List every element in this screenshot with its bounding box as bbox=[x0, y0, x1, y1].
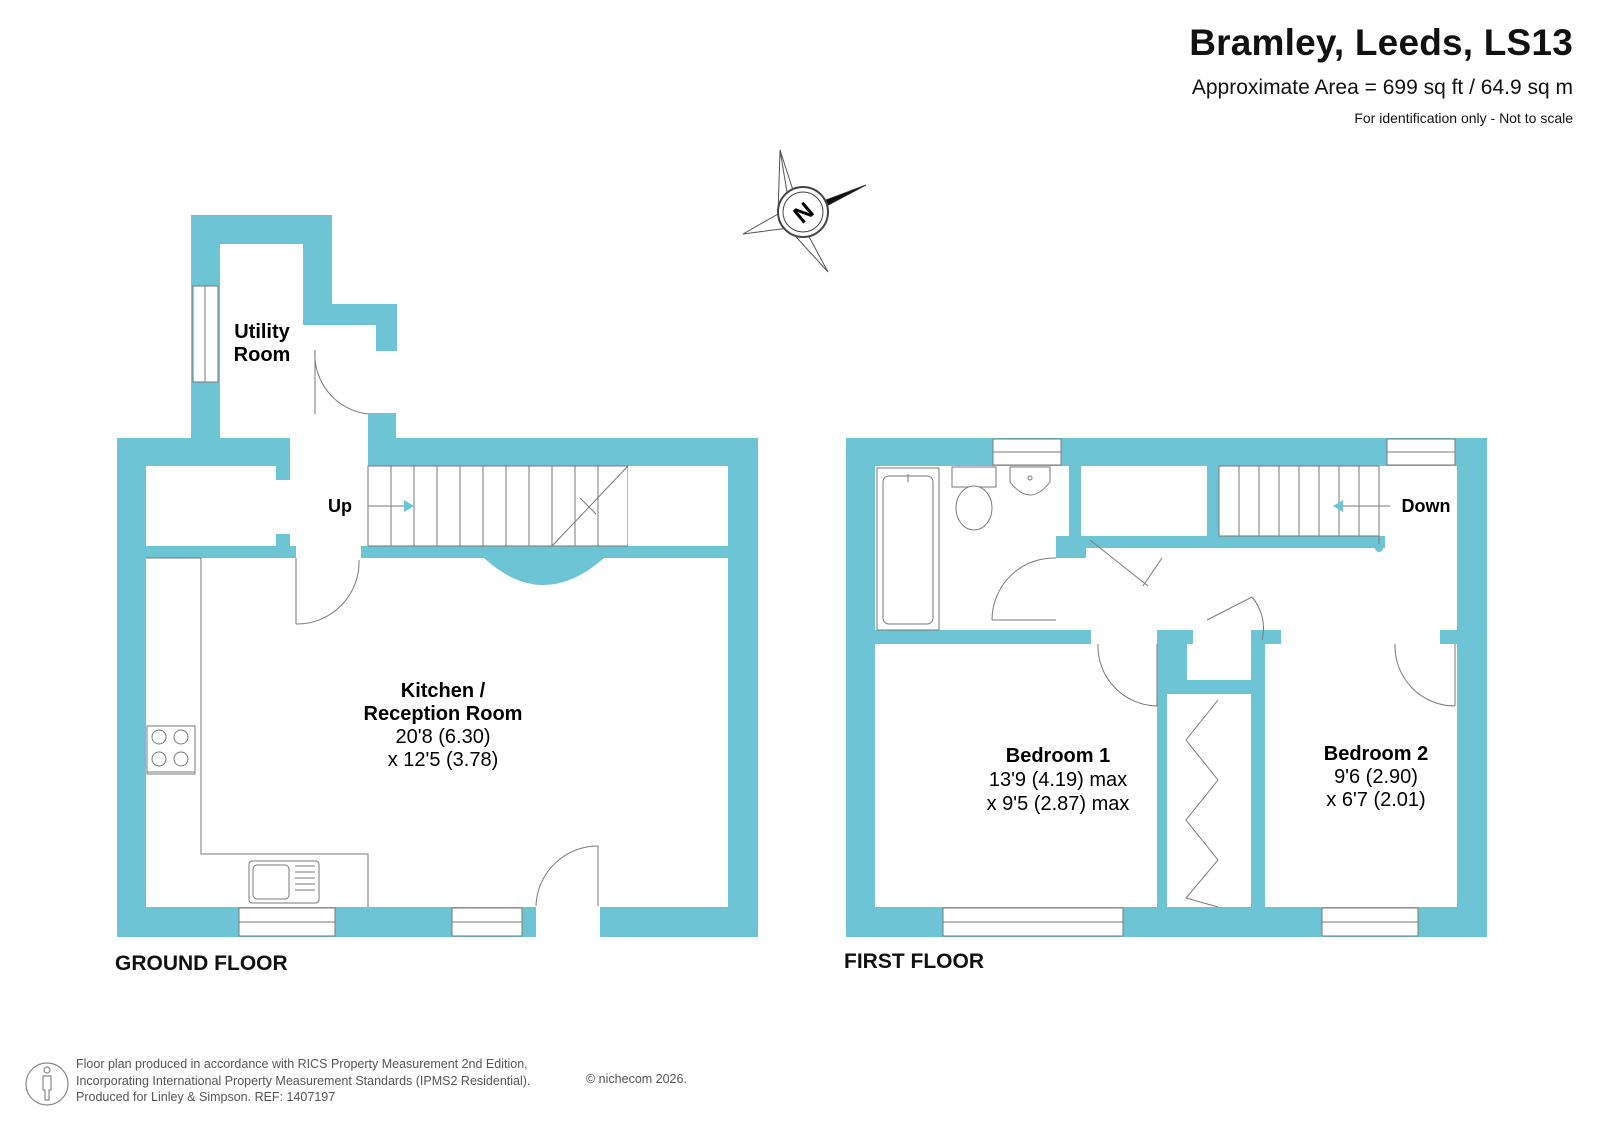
kitchen-label-2: Reception Room bbox=[364, 703, 523, 725]
ground-floor-label: GROUND FLOOR bbox=[115, 952, 288, 975]
bedroom2-dimension-2: x 6'7 (2.01) bbox=[1326, 789, 1425, 811]
bedroom1-dimension-1: 13'9 (4.19) max bbox=[989, 769, 1127, 791]
stairs-up-label: Up bbox=[328, 496, 352, 516]
bedroom1-label: Bedroom 1 bbox=[1006, 745, 1110, 767]
footer-line-3: Produced for Linley & Simpson. REF: 1407… bbox=[76, 1090, 336, 1104]
bedroom2-dimension-1: 9'6 (2.90) bbox=[1334, 766, 1418, 788]
footer-line-1: Floor plan produced in accordance with R… bbox=[76, 1057, 528, 1071]
person-icon bbox=[25, 1062, 69, 1106]
first-floor-label: FIRST FLOOR bbox=[844, 950, 984, 973]
kitchen-label: Kitchen / bbox=[401, 680, 486, 702]
copyright: © nichecom 2026. bbox=[586, 1072, 687, 1086]
utility-room-label-2: Room bbox=[234, 344, 291, 366]
footer-text: Floor plan produced in accordance with R… bbox=[76, 1056, 530, 1106]
kitchen-dimension-2: x 12'5 (3.78) bbox=[388, 749, 499, 771]
utility-room-label: Utility bbox=[234, 321, 290, 343]
compass-icon: N bbox=[742, 149, 867, 273]
bedroom2-label: Bedroom 2 bbox=[1324, 743, 1428, 765]
first-floor-plan: Bedroom 1 13'9 (4.19) max x 9'5 (2.87) m… bbox=[846, 438, 1487, 937]
bedroom1-dimension-2: x 9'5 (2.87) max bbox=[987, 793, 1130, 815]
property-title: Bramley, Leeds, LS13 bbox=[1189, 22, 1573, 63]
approximate-area: Approximate Area = 699 sq ft / 64.9 sq m bbox=[1191, 76, 1573, 99]
identification-note: For identification only - Not to scale bbox=[1354, 110, 1573, 126]
stairs-down-label: Down bbox=[1402, 496, 1451, 516]
kitchen-dimension-1: 20'8 (6.30) bbox=[396, 726, 491, 748]
ground-floor-plan: Utility Room Up Kitchen / Reception Room… bbox=[117, 215, 758, 937]
footer-line-2: Incorporating International Property Mea… bbox=[76, 1073, 531, 1088]
